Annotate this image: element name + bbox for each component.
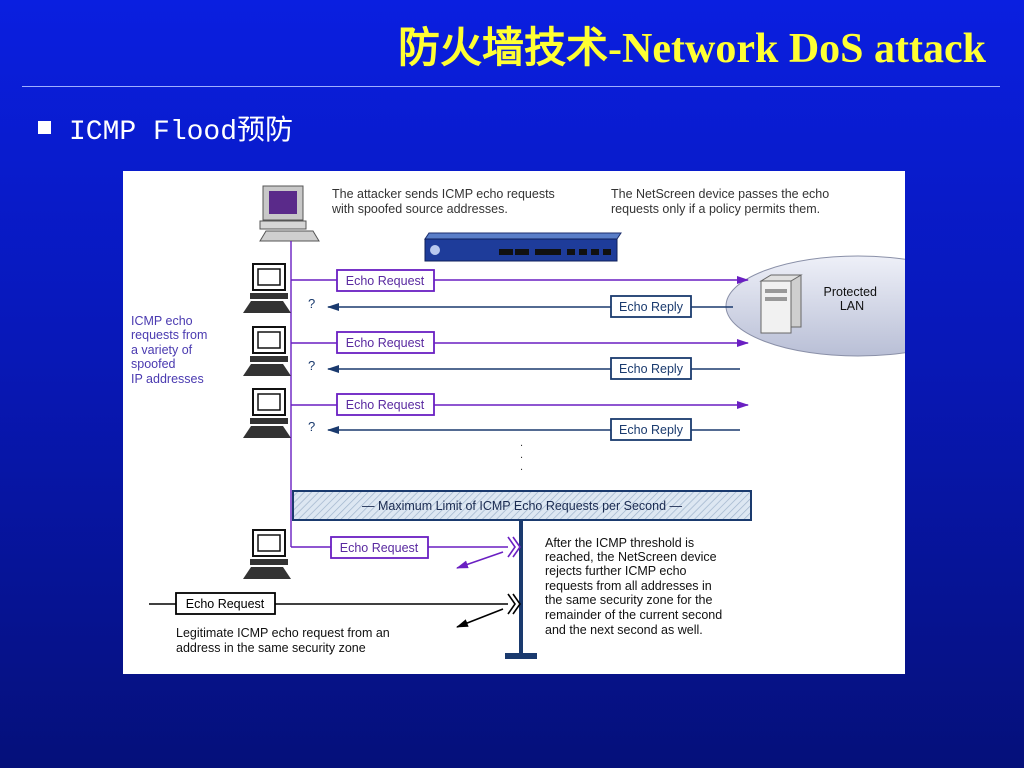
- spoofed-computer-icon: [243, 388, 291, 438]
- unknown-destination-mark: ?: [308, 296, 315, 311]
- legit-request-note: Legitimate ICMP echo request from an add…: [176, 626, 393, 655]
- icmp-flood-diagram: The attacker sends ICMP echo requests wi…: [123, 171, 905, 674]
- echo-reply-label: Echo Reply: [619, 300, 684, 314]
- echo-reply-box: [610, 295, 692, 318]
- spoofed-computer-icon: [243, 263, 291, 313]
- legit-echo-request-box: [175, 592, 276, 615]
- echo-request-label: Echo Request: [340, 541, 419, 555]
- spoofed-computer-icon: [243, 326, 291, 376]
- unknown-destination-mark: ?: [308, 419, 315, 434]
- bullet-item: ICMP Flood预防: [38, 108, 293, 148]
- echo-request-box: [330, 536, 429, 559]
- echo-request-box: [336, 393, 435, 416]
- echo-reply-box: [610, 418, 692, 441]
- slide-title: 防火墙技术-Network DoS attack: [398, 26, 986, 72]
- protected-lan: Protected LAN: [725, 255, 905, 357]
- ellipsis-dot: .: [520, 437, 523, 449]
- echo-request-label: Echo Request: [346, 398, 425, 412]
- bullet-square-icon: [38, 121, 51, 134]
- reject-mark: [507, 593, 516, 615]
- threshold-barrier: [519, 520, 523, 655]
- side-label-spoofed-sources: ICMP echo requests from a variety of spo…: [131, 314, 211, 386]
- echo-request-box: [336, 331, 435, 354]
- attacker-computer-icon: [259, 185, 320, 242]
- server-icon: [759, 274, 803, 334]
- echo-request-label: Echo Request: [346, 336, 425, 350]
- ellipsis-dot: .: [520, 449, 523, 461]
- reject-mark: [512, 536, 521, 558]
- echo-request-box: [336, 269, 435, 292]
- bullet-text: ICMP Flood预防: [69, 117, 294, 148]
- caption-attacker: The attacker sends ICMP echo requests wi…: [331, 187, 558, 216]
- unknown-destination-mark: ?: [308, 358, 315, 373]
- reject-mark: [512, 593, 521, 615]
- echo-reply-label: Echo Reply: [619, 362, 684, 376]
- legit-echo-request-label: Echo Request: [186, 597, 265, 611]
- netscreen-device-icon: [424, 232, 622, 262]
- caption-netscreen: The NetScreen device passes the echo req…: [611, 187, 833, 216]
- echo-request-label: Echo Request: [346, 274, 425, 288]
- spoofed-computer-icon: [243, 529, 291, 579]
- rejected-arrow: [456, 608, 504, 628]
- rejected-arrow: [456, 551, 504, 569]
- title-divider: [22, 86, 1000, 87]
- threshold-barrier-base: [505, 653, 537, 659]
- echo-reply-label: Echo Reply: [619, 423, 684, 437]
- ellipsis-dot: .: [520, 461, 523, 473]
- protected-lan-label: Protected LAN: [824, 285, 881, 313]
- threshold-note: After the ICMP threshold is reached, the…: [545, 536, 726, 637]
- echo-reply-box: [610, 357, 692, 380]
- reject-mark: [507, 536, 516, 558]
- max-limit-label: — Maximum Limit of ICMP Echo Requests pe…: [362, 499, 683, 513]
